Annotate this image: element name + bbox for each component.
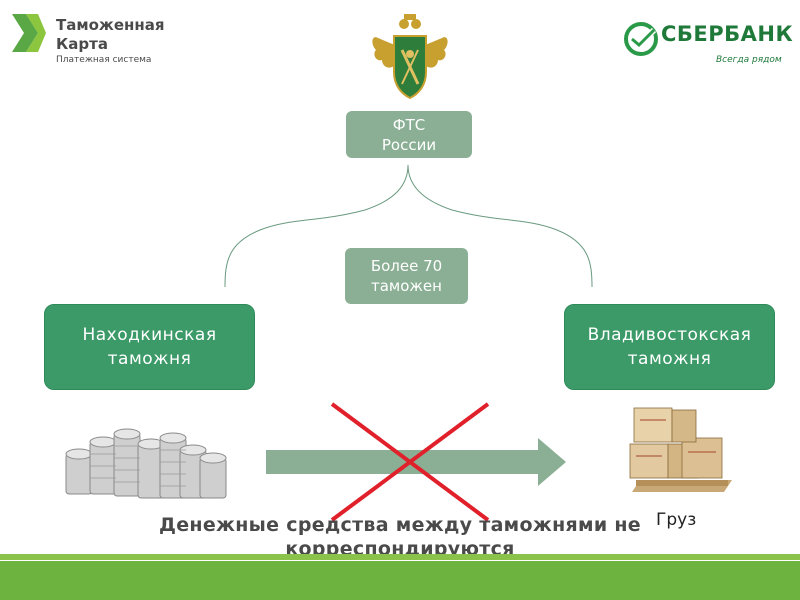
- blocked-cross-icon: [330, 402, 490, 522]
- cargo-boxes-icon: [629, 407, 732, 492]
- footer-band: [0, 561, 800, 600]
- vladivostok-customs-box: Владивостокская таможня: [564, 304, 775, 390]
- customs-card-logo: Таможенная Карта Платежная система: [12, 14, 172, 66]
- nakhodka-customs-label: Находкинская таможня: [82, 325, 217, 369]
- customs-card-mark-icon: [12, 14, 46, 52]
- cargo-label: Груз: [656, 510, 697, 530]
- money-transfer-arrow: [266, 438, 566, 486]
- fts-russia-label: ФТС России: [381, 115, 437, 154]
- sberbank-name: СБЕРБАНК: [661, 22, 794, 46]
- customs-count-box: Более 70 таможен: [345, 248, 468, 304]
- coins-icon: [65, 428, 227, 499]
- logo-title-line2: Карта: [56, 35, 108, 53]
- sberbank-slogan: Всегда рядом: [716, 55, 782, 65]
- nakhodka-customs-box: Находкинская таможня: [44, 304, 255, 390]
- fts-russia-box: ФТС России: [346, 111, 472, 158]
- footer-stripe: [0, 554, 800, 560]
- logo-title-line1: Таможенная: [56, 16, 165, 34]
- fts-emblem-icon: [372, 14, 448, 100]
- sberbank-mark-icon: [624, 22, 658, 56]
- vladivostok-customs-label: Владивостокская таможня: [587, 325, 752, 369]
- sberbank-logo: СБЕРБАНК Всегда рядом: [624, 22, 793, 68]
- logo-subtitle: Платежная система: [56, 55, 152, 65]
- customs-count-label: Более 70 таможен: [370, 257, 443, 295]
